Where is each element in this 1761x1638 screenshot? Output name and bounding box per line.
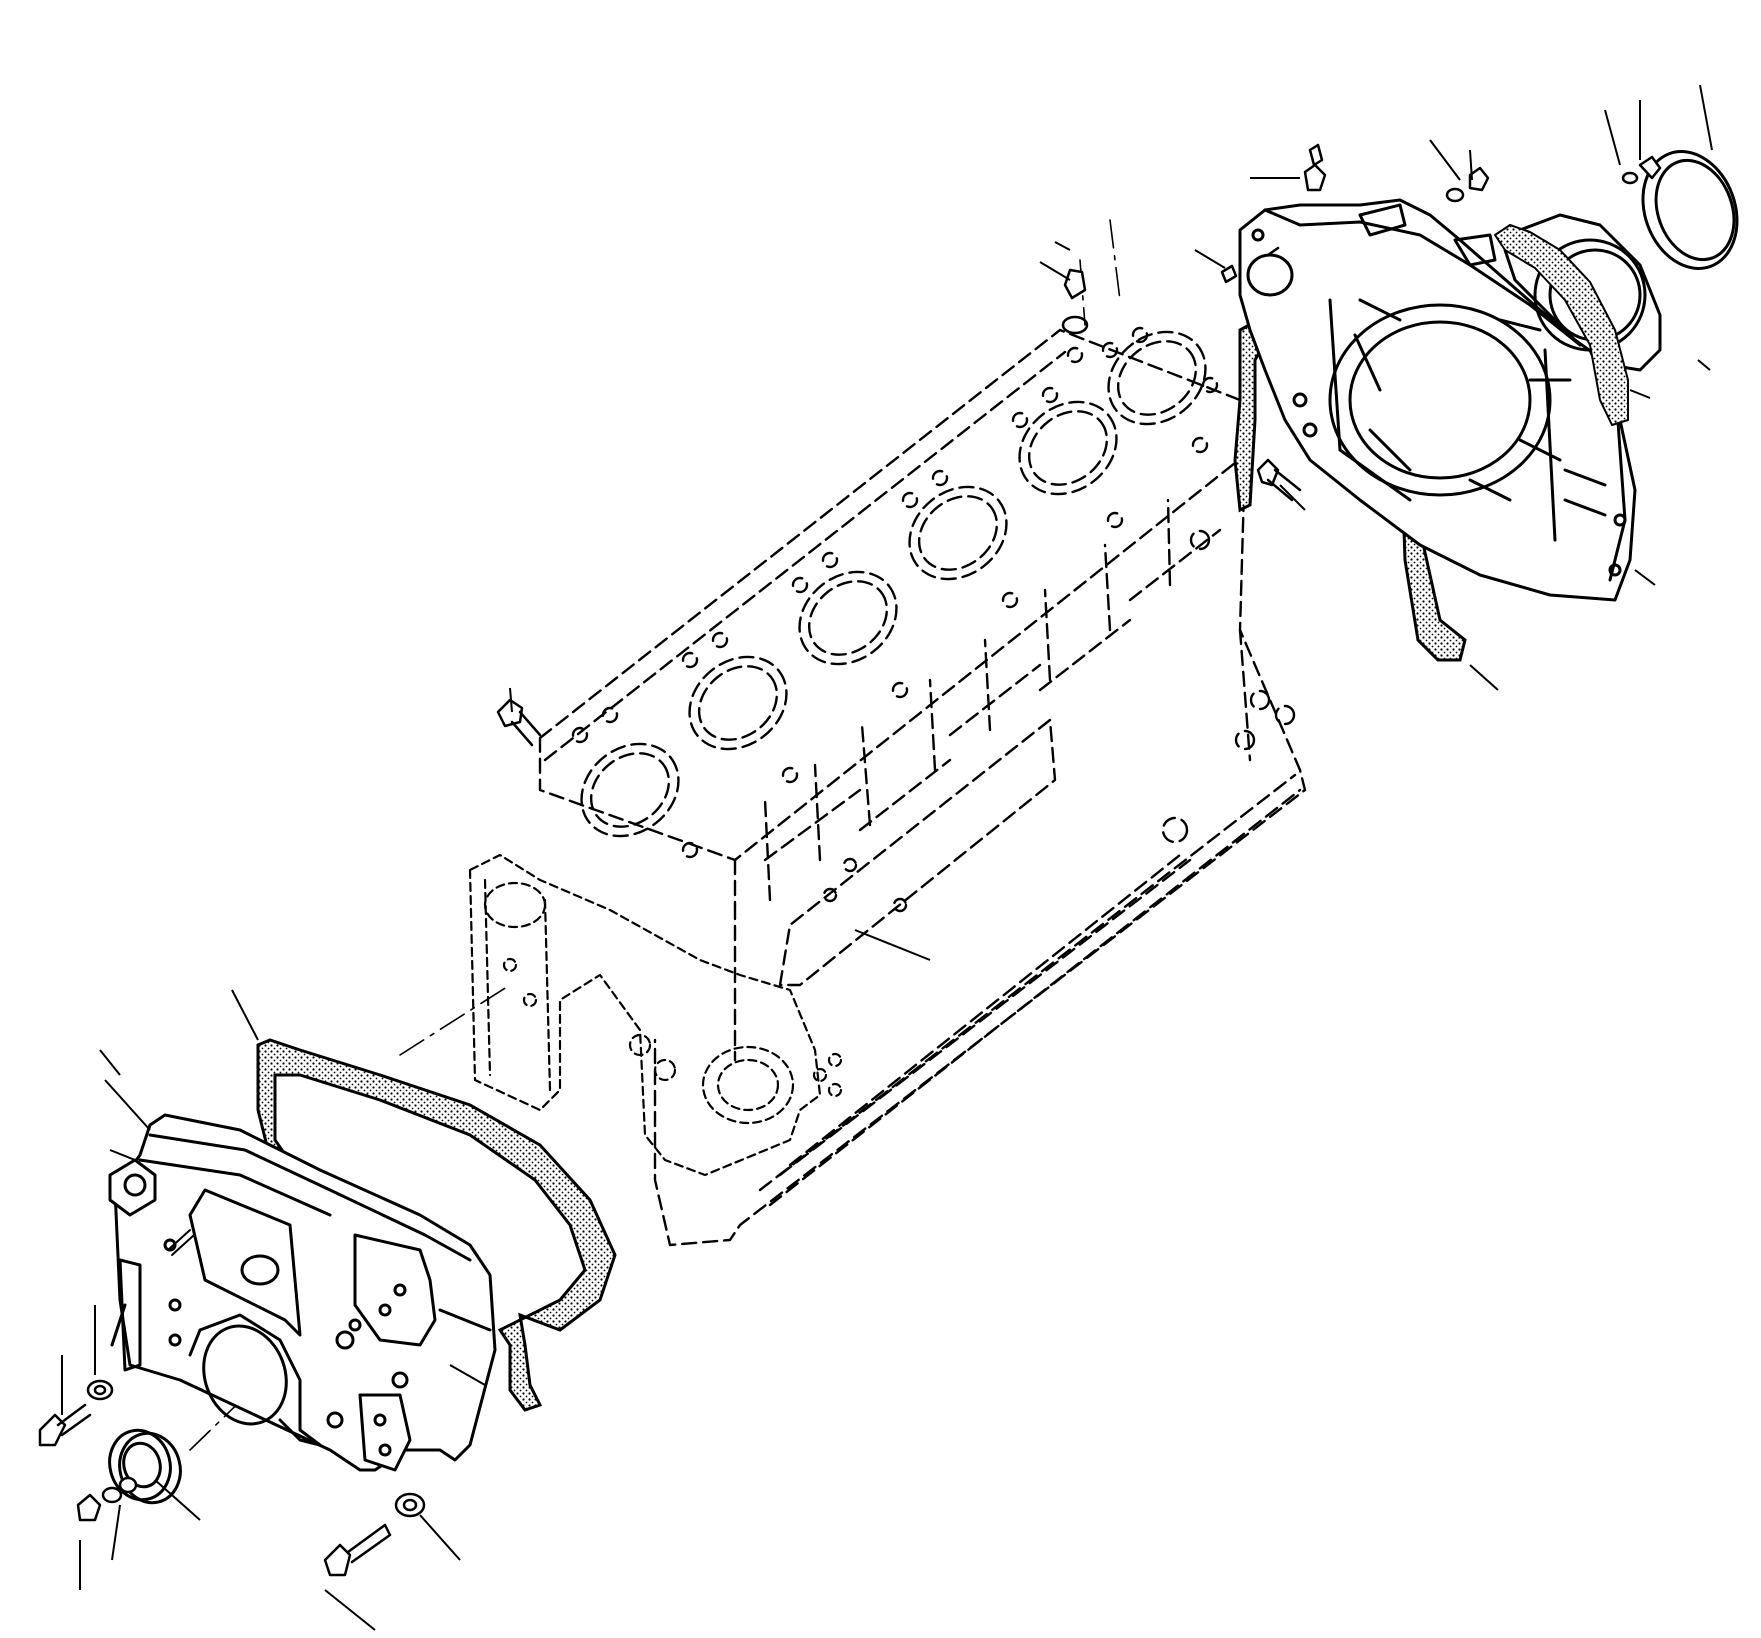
flywheel-housing [1238, 198, 1637, 602]
rear-oil-seal [1641, 150, 1739, 270]
block-top-bolt [496, 698, 542, 747]
gear-housing [468, 853, 843, 1177]
front-cover [108, 1113, 497, 1472]
cylinder-block [538, 326, 1307, 1247]
block-top-plug [1061, 268, 1089, 335]
front-cover-hardware [38, 1379, 426, 1577]
rear-hardware [1220, 143, 1662, 502]
rear-seal-retainer [1494, 213, 1662, 426]
leader-lines [61, 84, 1713, 1631]
front-cover-gasket [256, 1038, 617, 1412]
